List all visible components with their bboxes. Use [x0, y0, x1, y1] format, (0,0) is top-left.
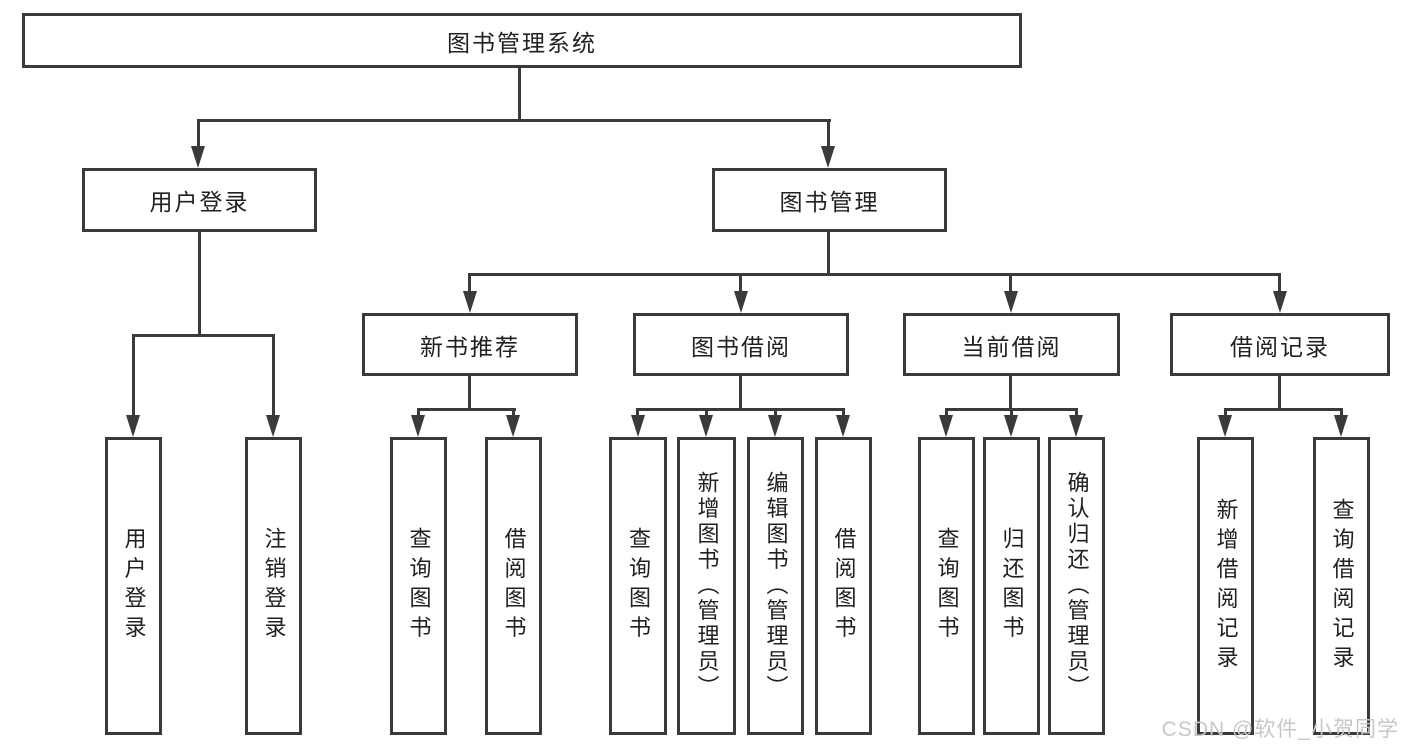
connector-line — [468, 376, 471, 411]
connector-line — [132, 334, 275, 337]
leaf-nbr-borrow-books: 借阅图书 — [485, 437, 542, 735]
arrowhead-down-icon — [411, 415, 425, 437]
leaf-bb-borrow-books: 借阅图书 — [815, 437, 872, 735]
connector-line — [739, 376, 742, 411]
arrowhead-down-icon — [821, 146, 835, 168]
connector-line — [1224, 408, 1343, 411]
connector-line — [512, 408, 515, 418]
leaf-user-login: 用户登录 — [105, 437, 162, 735]
connector-line — [468, 273, 471, 294]
connector-line — [518, 68, 521, 122]
connector-line — [272, 334, 275, 417]
node-label: 图书借阅 — [691, 333, 791, 360]
connector-line — [774, 408, 777, 418]
leaf-label: 注销登录 — [261, 527, 287, 645]
connector-line — [1009, 273, 1012, 294]
connector-line — [417, 408, 516, 411]
connector-line — [945, 408, 948, 418]
leaf-nbr-query-books: 查询图书 — [390, 437, 447, 735]
leaf-logout: 注销登录 — [245, 437, 302, 735]
connector-line — [1224, 408, 1227, 418]
connector-line — [705, 408, 708, 418]
node-label: 图书管理 — [779, 189, 880, 215]
connector-line — [1340, 408, 1343, 418]
arrowhead-down-icon — [631, 415, 645, 437]
node-user-login: 用户登录 — [82, 168, 317, 232]
arrowhead-down-icon — [734, 291, 748, 313]
leaf-label: 新增图书（管理员） — [694, 471, 720, 701]
leaf-label: 借阅图书 — [501, 527, 527, 645]
node-library-management-system: 图书管理系统 — [22, 13, 1022, 68]
node-label: 借阅记录 — [1230, 333, 1330, 360]
node-label: 当前借阅 — [961, 333, 1062, 360]
leaf-label: 用户登录 — [121, 527, 147, 645]
arrowhead-down-icon — [699, 415, 713, 437]
leaf-label: 查询图书 — [934, 527, 960, 645]
connector-line — [132, 334, 135, 417]
leaf-bb-query-books: 查询图书 — [609, 437, 667, 735]
arrowhead-down-icon — [1004, 415, 1018, 437]
connector-line — [197, 119, 831, 122]
connector-line — [197, 119, 200, 148]
arrowhead-down-icon — [1218, 415, 1232, 437]
leaf-label: 确认归还（管理员） — [1064, 471, 1090, 701]
connector-line — [1075, 408, 1078, 418]
arrowhead-down-icon — [1069, 415, 1083, 437]
connector-line — [198, 232, 201, 337]
node-label: 新书推荐 — [420, 333, 520, 360]
arrowhead-down-icon — [768, 415, 782, 437]
arrowhead-down-icon — [463, 291, 477, 313]
leaf-cb-query-books: 查询图书 — [918, 437, 975, 735]
leaf-cb-return-books: 归还图书 — [983, 437, 1040, 735]
leaf-cb-confirm-return-admin: 确认归还（管理员） — [1048, 437, 1105, 735]
leaf-bb-edit-books-admin: 编辑图书（管理员） — [747, 437, 804, 735]
connector-line — [739, 273, 742, 294]
arrowhead-down-icon — [191, 146, 205, 168]
leaf-label: 查询借阅记录 — [1329, 497, 1355, 675]
connector-line — [468, 273, 1281, 276]
csdn-watermark: CSDN @软件_小贺同学 — [1161, 718, 1399, 741]
connector-line — [417, 408, 420, 418]
node-new-book-recommend: 新书推荐 — [362, 313, 578, 376]
connector-line — [1278, 376, 1281, 411]
leaf-br-query-record: 查询借阅记录 — [1313, 437, 1370, 735]
leaf-br-add-record: 新增借阅记录 — [1197, 437, 1254, 735]
connector-line — [636, 408, 639, 418]
arrowhead-down-icon — [506, 415, 520, 437]
leaf-bb-add-books-admin: 新增图书（管理员） — [677, 437, 736, 735]
connector-line — [1278, 273, 1281, 294]
node-borrowing-records: 借阅记录 — [1170, 313, 1390, 376]
node-book-management: 图书管理 — [712, 168, 947, 232]
connector-line — [1009, 376, 1012, 411]
leaf-label: 新增借阅记录 — [1213, 497, 1239, 675]
arrowhead-down-icon — [836, 415, 850, 437]
node-current-borrowing: 当前借阅 — [903, 313, 1120, 376]
arrowhead-down-icon — [126, 415, 140, 437]
arrowhead-down-icon — [1334, 415, 1348, 437]
arrowhead-down-icon — [1004, 291, 1018, 313]
connector-line — [1010, 408, 1013, 418]
node-label: 用户登录 — [149, 189, 250, 215]
connector-line — [842, 408, 845, 418]
leaf-label: 归还图书 — [999, 527, 1025, 645]
leaf-label: 查询图书 — [626, 527, 651, 645]
arrowhead-down-icon — [1273, 291, 1287, 313]
connector-line — [636, 408, 845, 411]
node-book-borrowing: 图书借阅 — [633, 313, 849, 376]
arrowhead-down-icon — [266, 415, 280, 437]
connector-line — [827, 119, 830, 148]
leaf-label: 查询图书 — [406, 527, 432, 645]
leaf-label: 编辑图书（管理员） — [763, 471, 789, 701]
arrowhead-down-icon — [939, 415, 953, 437]
node-label: 图书管理系统 — [447, 29, 597, 56]
leaf-label: 借阅图书 — [831, 527, 857, 645]
connector-line — [827, 232, 830, 276]
